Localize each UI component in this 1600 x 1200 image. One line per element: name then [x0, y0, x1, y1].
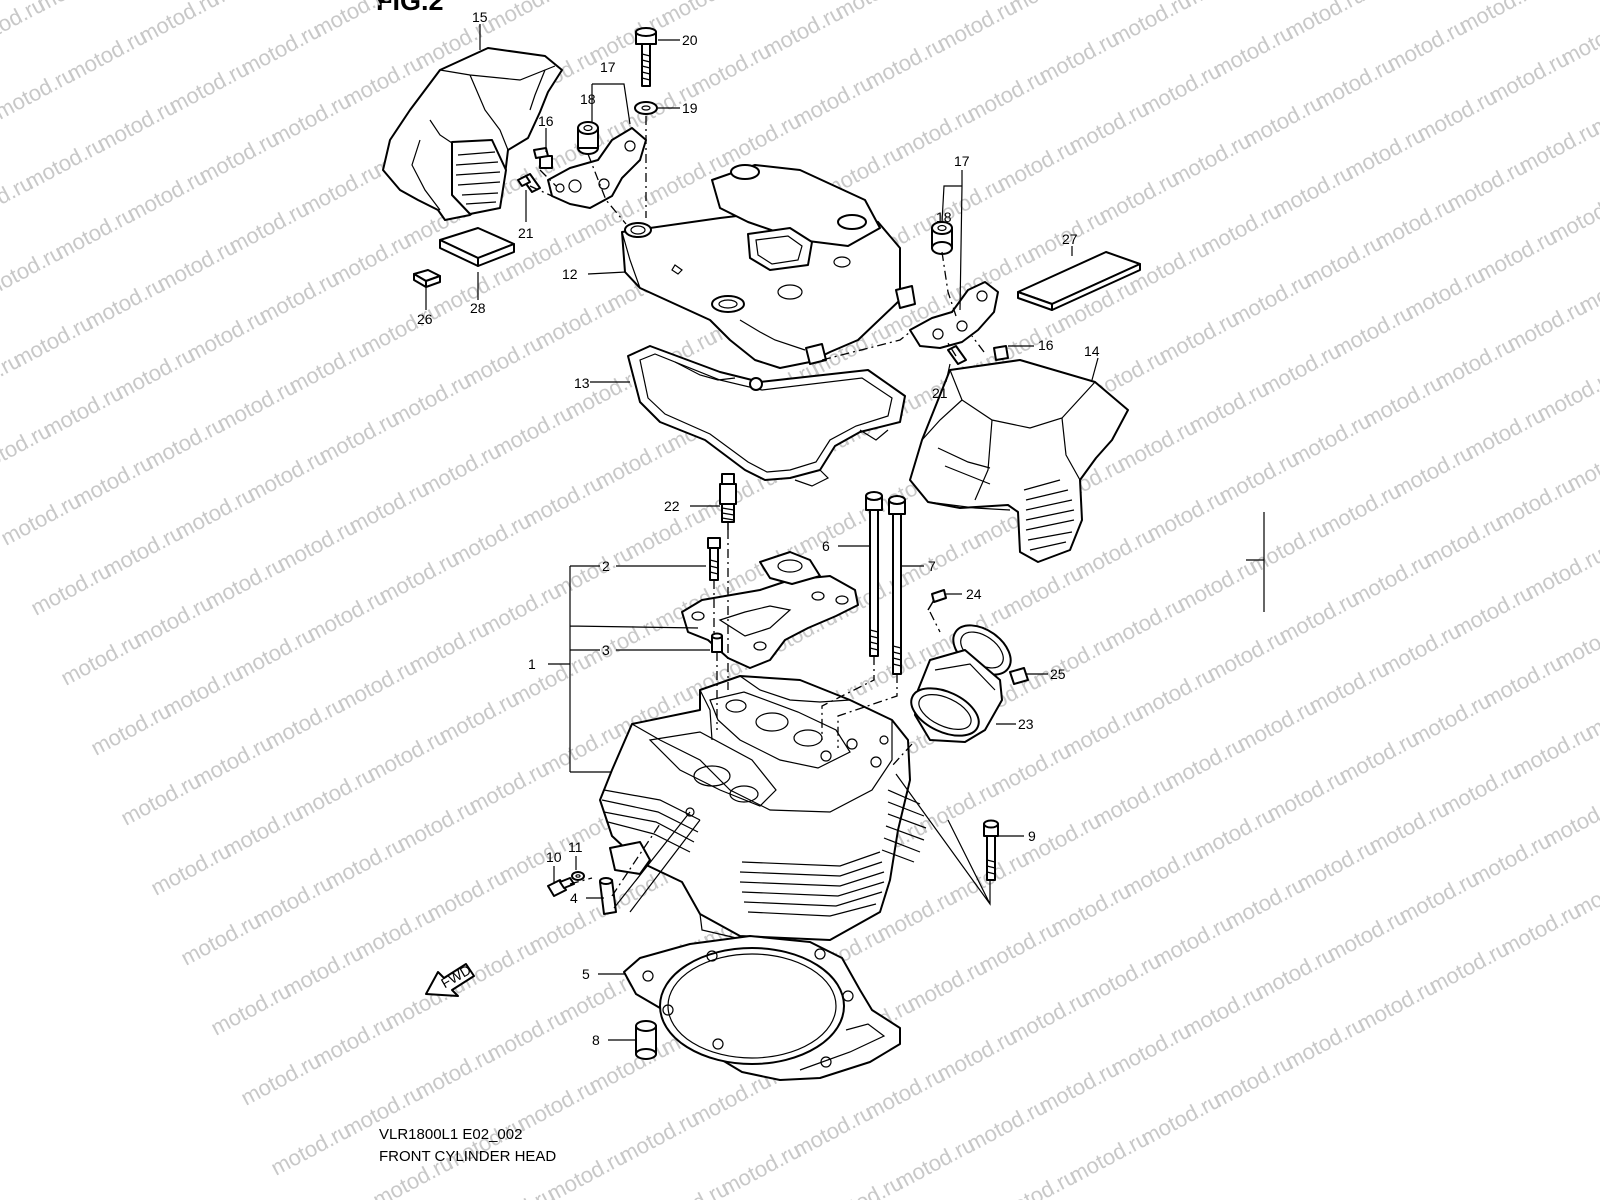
bracket-left: [547, 127, 647, 209]
head-gasket: [623, 935, 901, 1081]
watermark-text: motod.ru: [1521, 542, 1600, 605]
bolt-9: [983, 819, 999, 881]
watermark-text: motod.ru: [933, 0, 1021, 56]
cylinder-head-cover: [621, 164, 916, 369]
part-label: 1: [528, 656, 536, 672]
part-label: 4: [570, 890, 578, 906]
part-label: 12: [562, 266, 578, 282]
bolt-16-right: [993, 345, 1009, 361]
assembly-lines: [529, 116, 985, 897]
part-label: 7: [928, 558, 936, 574]
part-label: 17: [954, 153, 970, 169]
guide-4: [599, 877, 617, 915]
part-label: 24: [966, 586, 982, 602]
watermark-text: motod.ru: [309, 0, 397, 42]
diagram-name: FRONT CYLINDER HEAD: [379, 1148, 557, 1165]
part-label: 6: [822, 538, 830, 554]
watermark-text: motod.ru: [1281, 0, 1369, 44]
part-label: 17: [600, 59, 616, 75]
washer-11: [571, 871, 585, 881]
intake-pipe-23: [910, 649, 1003, 743]
watermark-text: motod.ru: [207, 0, 295, 10]
watermark-text: motod.ru: [1353, 0, 1441, 6]
part-label: 10: [546, 849, 562, 865]
side-cover-rear: [909, 359, 1129, 563]
diagram-code: VLR1800L1 E02_002: [379, 1126, 523, 1143]
watermark-text: motod.ru: [33, 0, 121, 16]
bolt-top: [635, 27, 657, 87]
part-label: 5: [582, 966, 590, 982]
part-label: 28: [470, 300, 486, 316]
part-label: 16: [538, 113, 554, 129]
watermark-text: motod.ru: [1533, 364, 1600, 427]
part-label: 18: [580, 91, 596, 107]
bolt-6: [865, 491, 883, 657]
part-labels: 15 17 18 16 21 20 19 12 13 28 26 17 18 2…: [417, 9, 1100, 1048]
part-label: 3: [602, 642, 610, 658]
watermark-text: motod.ru: [831, 0, 919, 24]
camshaft-holder: [681, 551, 859, 669]
dowel-8: [635, 1020, 657, 1060]
watermark-text: motod.ru: [657, 0, 745, 30]
part-label: 2: [602, 558, 610, 574]
part-label: 8: [592, 1032, 600, 1048]
bracket-right: [909, 281, 999, 349]
watermark-text: motod.ru: [483, 0, 571, 36]
watermark-text: motod.ru: [1107, 0, 1195, 50]
dowel-3: [711, 632, 723, 653]
part-label: 26: [417, 311, 433, 327]
part-label: 22: [664, 498, 680, 514]
bolt-7: [888, 495, 906, 675]
watermark-text: motod.ru: [1179, 0, 1267, 12]
part-label: 11: [568, 839, 583, 855]
part-label: 16: [1038, 337, 1054, 353]
pad-26: [413, 269, 441, 288]
bolt-21-left: [517, 173, 541, 193]
pad-27: [1017, 251, 1141, 311]
grommet-left: [577, 121, 599, 155]
part-label: 25: [1050, 666, 1066, 682]
watermark-text: motod.ru: [1557, 8, 1600, 71]
watermark-text: motod.ru: [381, 0, 469, 4]
part-label: 14: [1084, 343, 1100, 359]
head-cover-gasket: [627, 345, 906, 487]
cylinder-head: [599, 675, 927, 941]
part-label: 21: [932, 385, 948, 401]
watermark-text: motod.ru: [1545, 186, 1600, 249]
watermark-text: motod.ru: [1515, 116, 1600, 179]
part-label: 13: [574, 375, 590, 391]
pad-28: [439, 227, 515, 267]
part-label: 27: [1062, 231, 1078, 247]
watermark-text: motod.ru: [1539, 790, 1600, 853]
part-label: 21: [518, 225, 534, 241]
watermark-text: motod.ru: [135, 0, 223, 48]
watermark-text: motod.ru: [1455, 0, 1543, 38]
screw-24: [927, 589, 947, 611]
figure-title: FIG.2: [376, 0, 444, 16]
grommet-right: [931, 221, 953, 255]
part-label: 9: [1028, 828, 1036, 844]
part-label: 20: [682, 32, 698, 48]
part-label: 23: [1018, 716, 1034, 732]
washer-top: [634, 101, 658, 115]
bolt-10: [547, 877, 575, 897]
spark-plug: [719, 473, 737, 530]
bolt-16-left: [533, 147, 553, 169]
leader-lines: [425, 24, 1265, 1041]
side-cover-front: [382, 47, 563, 221]
part-label: 19: [682, 100, 698, 116]
watermark-text: motod.ru: [1005, 0, 1093, 18]
bolt-2: [707, 537, 721, 581]
part-label: 18: [936, 209, 952, 225]
watermark-text: motod.ru: [1551, 612, 1600, 675]
part-label: 15: [472, 9, 488, 25]
